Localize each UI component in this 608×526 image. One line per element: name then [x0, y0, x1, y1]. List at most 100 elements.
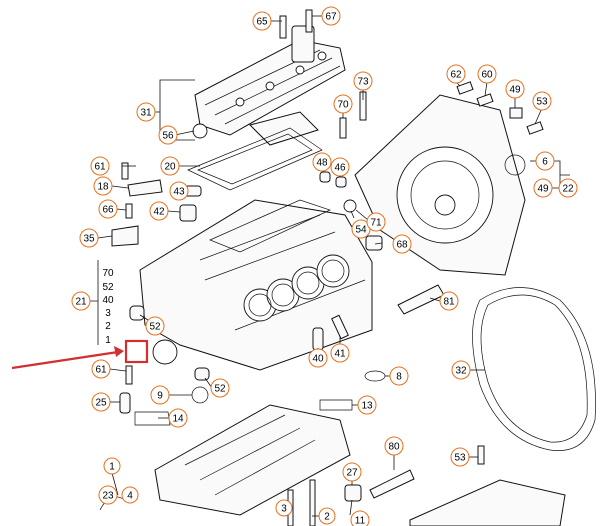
callout-46[interactable]: 46 — [330, 157, 350, 177]
svg-text:35: 35 — [83, 234, 95, 245]
callout-43[interactable]: 43 — [169, 181, 189, 201]
svg-text:61: 61 — [95, 365, 107, 376]
svg-text:8: 8 — [396, 372, 402, 383]
bearing-bridge — [154, 404, 351, 516]
housing-gasket — [472, 287, 596, 451]
callout-81[interactable]: 81 — [439, 291, 459, 311]
callout-65[interactable]: 65 — [252, 11, 272, 31]
callout-3-low[interactable]: 3 — [275, 499, 293, 517]
svg-text:80: 80 — [388, 442, 400, 453]
sealant-tube-lower — [369, 469, 415, 499]
stack-label-70: 70 — [102, 268, 114, 279]
callout-80[interactable]: 80 — [384, 436, 404, 456]
callout-23[interactable]: 23 — [98, 485, 118, 505]
callout-13[interactable]: 13 — [357, 395, 377, 415]
svg-text:49: 49 — [509, 85, 521, 96]
svg-text:46: 46 — [334, 163, 346, 174]
svg-text:52: 52 — [214, 384, 226, 395]
svg-text:6: 6 — [542, 157, 548, 168]
svg-text:25: 25 — [95, 398, 107, 409]
callout-71[interactable]: 71 — [366, 212, 386, 232]
svg-text:52: 52 — [149, 322, 161, 333]
callout-49-top[interactable]: 49 — [505, 79, 525, 99]
svg-text:73: 73 — [357, 77, 369, 88]
callout-35[interactable]: 35 — [79, 228, 99, 248]
callout-8[interactable]: 8 — [389, 366, 409, 386]
callout-52-low[interactable]: 52 — [210, 378, 230, 398]
callout-40-mid[interactable]: 40 — [308, 348, 328, 368]
callout-67[interactable]: 67 — [321, 6, 341, 26]
callout-60[interactable]: 60 — [477, 64, 497, 84]
highlight-marker — [11, 339, 149, 370]
svg-text:1: 1 — [109, 462, 115, 473]
callout-27[interactable]: 27 — [342, 462, 362, 482]
svg-text:32: 32 — [455, 366, 467, 377]
callout-4[interactable]: 4 — [121, 486, 139, 504]
stack-label-40: 40 — [102, 295, 114, 306]
svg-text:11: 11 — [355, 516, 366, 526]
svg-text:2: 2 — [324, 512, 330, 523]
callout-18[interactable]: 18 — [93, 176, 113, 196]
svg-text:66: 66 — [102, 205, 114, 216]
svg-text:14: 14 — [172, 414, 184, 425]
svg-text:40: 40 — [312, 354, 324, 365]
callout-25[interactable]: 25 — [91, 392, 111, 412]
highlight-box[interactable] — [124, 339, 149, 364]
svg-text:65: 65 — [256, 17, 268, 28]
camshaft-cover — [194, 25, 346, 146]
svg-text:70: 70 — [337, 100, 349, 111]
svg-text:56: 56 — [162, 131, 174, 142]
callout-62[interactable]: 62 — [446, 64, 466, 84]
callout-41[interactable]: 41 — [330, 343, 350, 363]
svg-text:49: 49 — [537, 184, 549, 195]
callout-49-right[interactable]: 49 — [533, 178, 553, 198]
svg-text:62: 62 — [450, 70, 462, 81]
svg-text:81: 81 — [443, 297, 455, 308]
callout-61-top[interactable]: 61 — [90, 156, 110, 176]
callout-21[interactable]: 21 — [71, 291, 91, 311]
callout-31[interactable]: 31 — [136, 102, 156, 122]
callout-53-top[interactable]: 53 — [532, 91, 552, 111]
callout-42[interactable]: 42 — [149, 201, 169, 221]
callout-73[interactable]: 73 — [353, 71, 373, 91]
callout-9[interactable]: 9 — [150, 385, 170, 405]
callouts: 65 67 31 56 73 70 62 60 49 53 20 61 48 4… — [71, 6, 578, 526]
callout-1-low[interactable]: 1 — [103, 457, 121, 475]
highlight-arrow — [11, 350, 119, 370]
svg-text:53: 53 — [454, 453, 466, 464]
svg-text:3: 3 — [281, 504, 287, 515]
svg-text:67: 67 — [325, 12, 337, 23]
svg-text:9: 9 — [157, 391, 163, 402]
svg-text:54: 54 — [355, 225, 367, 236]
bell-housing — [354, 94, 526, 276]
svg-text:48: 48 — [316, 158, 328, 169]
callout-70-top[interactable]: 70 — [333, 94, 353, 114]
callout-53-low[interactable]: 53 — [450, 447, 470, 467]
callout-56[interactable]: 56 — [158, 125, 178, 145]
callout-52-mid[interactable]: 52 — [145, 316, 165, 336]
callout-66[interactable]: 66 — [98, 199, 118, 219]
callout-48[interactable]: 48 — [312, 152, 332, 172]
svg-text:71: 71 — [370, 218, 382, 229]
callout-11[interactable]: 11 — [350, 510, 370, 526]
cover-gasket — [187, 127, 323, 191]
callout-14[interactable]: 14 — [168, 408, 188, 428]
callout-20[interactable]: 20 — [160, 156, 180, 176]
callout-68[interactable]: 68 — [392, 234, 412, 254]
oil-pan — [409, 479, 566, 526]
svg-text:31: 31 — [140, 108, 152, 119]
svg-text:18: 18 — [97, 182, 109, 193]
svg-text:61: 61 — [94, 162, 106, 173]
highlight-arrowhead — [114, 346, 124, 357]
callout-6[interactable]: 6 — [535, 151, 555, 171]
callout-61-mid[interactable]: 61 — [91, 359, 111, 379]
svg-text:42: 42 — [153, 207, 165, 218]
svg-text:4: 4 — [127, 491, 133, 502]
stack-label-2: 2 — [105, 321, 111, 332]
callout-32[interactable]: 32 — [451, 360, 471, 380]
engine-block — [139, 199, 373, 371]
callout-2-low[interactable]: 2 — [318, 507, 336, 525]
callout-22[interactable]: 22 — [558, 178, 578, 198]
svg-text:60: 60 — [481, 70, 493, 81]
